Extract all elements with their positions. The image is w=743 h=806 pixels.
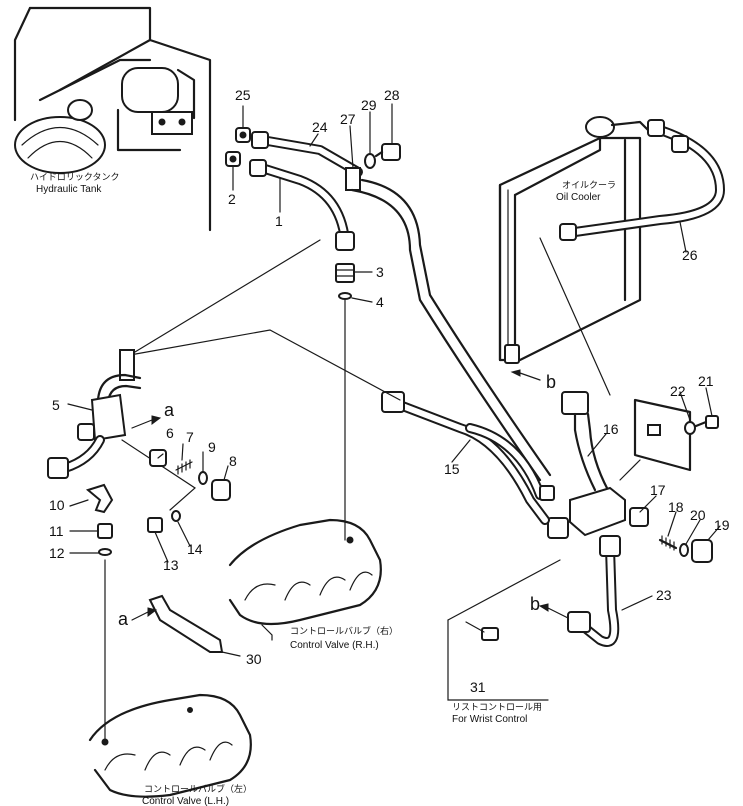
wrist-control-box [447, 619, 549, 701]
part-number-28: 28 [384, 87, 400, 103]
o-ring-20 [679, 543, 689, 557]
clamp-27 [345, 167, 361, 191]
hose-15 [381, 391, 550, 525]
spring-18 [658, 535, 678, 551]
wrist-control-label-en: For Wrist Control [452, 714, 527, 725]
part-number-25: 25 [235, 87, 251, 103]
part-number-24: 24 [312, 119, 328, 135]
part-number-5: 5 [52, 397, 60, 413]
hydraulic-tank-label-en: Hydraulic Tank [36, 184, 102, 195]
part-number-22: 22 [670, 383, 686, 399]
o-ring-4 [338, 292, 352, 300]
control-valve-lh-label-jp: コントロールバルブ（左） [144, 783, 252, 795]
hydraulic-tank [13, 6, 212, 232]
arrow-b-hose [538, 603, 569, 619]
fitting-25 [235, 127, 251, 143]
oil-cooler [498, 116, 652, 364]
hose-23 [567, 535, 621, 647]
junction-block [547, 486, 626, 539]
part-number-6: 6 [166, 425, 174, 441]
part-number-12: 12 [49, 545, 65, 561]
o-ring-9 [198, 471, 208, 485]
arrow-b-cooler [510, 369, 541, 381]
elbow-10 [85, 483, 114, 514]
part-number-1: 1 [275, 213, 283, 229]
part-number-10: 10 [49, 497, 65, 513]
control-valve-rh [228, 518, 382, 641]
part-number-13: 13 [163, 557, 179, 573]
part-number-18: 18 [668, 499, 684, 515]
hydraulic-tank-label-jp: ハイドロリックタンク [30, 172, 119, 183]
hose-upper-to-block [465, 423, 555, 501]
control-valve-lh [88, 693, 252, 798]
bracket-right [619, 398, 692, 481]
block-5 [47, 349, 142, 479]
arrow-a-block [131, 415, 162, 429]
bolt-13 [147, 517, 163, 533]
part-number-16: 16 [603, 421, 619, 437]
part-number-21: 21 [698, 373, 714, 389]
part-number-17: 17 [650, 482, 666, 498]
part-number-29: 29 [361, 97, 377, 113]
caption-labels: ハイドロリックタンク Hydraulic Tank オイルクーラ Oil Coo… [30, 172, 616, 806]
marker-a-block: a [164, 400, 175, 420]
washer-29 [364, 153, 376, 169]
plug-19 [691, 539, 713, 563]
control-valve-lh-label-en: Control Valve (L.H.) [142, 796, 229, 806]
hose-26 [559, 119, 725, 241]
elbow-16 [561, 391, 610, 492]
fitting-2 [225, 151, 241, 167]
part-number-8: 8 [229, 453, 237, 469]
part-number-11: 11 [49, 523, 64, 539]
part-number-14: 14 [187, 541, 203, 557]
marker-a-bracket: a [118, 609, 129, 629]
letter-markers: a a b b [118, 372, 556, 629]
marker-b-cooler: b [546, 372, 556, 392]
hose-1 [249, 159, 355, 251]
plug-8 [211, 479, 231, 501]
washer-14 [171, 510, 181, 522]
part-numbers: 25 2 1 24 27 29 28 3 4 5 6 7 9 8 10 11 1… [49, 87, 730, 695]
nut-11 [97, 523, 113, 539]
control-valve-rh-label-en: Control Valve (R.H.) [290, 640, 379, 651]
bolt-21 [694, 415, 719, 429]
part-number-27: 27 [340, 111, 356, 127]
pipe-tank-to-valve [350, 178, 552, 482]
part-number-7: 7 [186, 429, 194, 445]
part-number-15: 15 [444, 461, 460, 477]
spring-7 [175, 459, 193, 475]
control-valve-rh-label-jp: コントロールバルブ（右） [290, 625, 398, 637]
connector-3 [335, 263, 355, 283]
plug-17 [629, 507, 649, 527]
arrow-a-bracket [131, 607, 158, 621]
o-ring-12 [98, 548, 112, 556]
oil-cooler-label-jp: オイルクーラ [562, 180, 616, 191]
part-number-31: 31 [470, 679, 486, 695]
part-number-23: 23 [656, 587, 672, 603]
part-number-20: 20 [690, 507, 706, 523]
leader-lines [67, 103, 721, 611]
part-number-9: 9 [208, 439, 216, 455]
washer-22 [684, 421, 696, 435]
part-number-26: 26 [682, 247, 698, 263]
hose-24 [251, 131, 363, 177]
wrist-control-label-jp: リストコントロール用 [452, 702, 542, 713]
oil-cooler-label-en: Oil Cooler [556, 192, 601, 203]
bracket-30 [148, 594, 224, 653]
part-number-19: 19 [714, 517, 730, 533]
marker-b-hose: b [530, 594, 540, 614]
bolt-28 [374, 143, 401, 161]
part-number-3: 3 [376, 264, 384, 280]
part-number-4: 4 [376, 294, 384, 310]
part-number-30: 30 [246, 651, 262, 667]
part-number-2: 2 [228, 191, 236, 207]
